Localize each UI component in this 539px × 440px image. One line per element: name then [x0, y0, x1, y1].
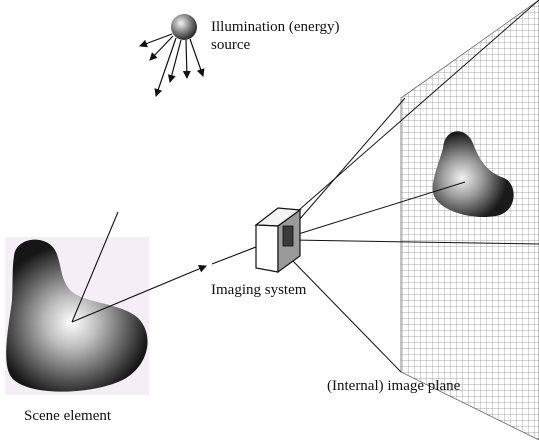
light-ray: [154, 37, 177, 97]
image-plane-grid: [400, 0, 539, 440]
scene-element-blob: [6, 239, 148, 392]
projection-lines: [282, 0, 539, 373]
scene-element-label: Scene element: [24, 408, 112, 424]
projection-line: [291, 239, 539, 245]
projection-line: [291, 181, 466, 237]
light-ray: [182, 39, 191, 79]
light-ray: [149, 35, 174, 61]
imaging-system-label: Imaging system: [211, 282, 307, 298]
light-ray: [167, 39, 182, 83]
reflection-rays: [71, 211, 257, 323]
illumination-source: [139, 14, 205, 97]
light-rays: [139, 33, 205, 97]
light-ray: [139, 33, 173, 48]
illumination-label-line1: Illumination (energy): [211, 19, 339, 35]
imaging-system-box: [254, 207, 302, 274]
light-ray: [189, 38, 205, 77]
incident-ray: [71, 211, 119, 323]
projection-line: [282, 0, 539, 225]
light-source-sphere-icon: [171, 14, 197, 40]
reflected-ray: [71, 265, 207, 323]
image-plane: [400, 0, 539, 440]
projection-line: [291, 97, 406, 229]
illumination-label-line2: source: [211, 37, 250, 53]
scene-element: [5, 237, 149, 395]
imaging-box-lens: [282, 225, 294, 247]
reflected-ray-continuation: [211, 246, 257, 265]
projected-image-blob: [432, 131, 514, 218]
projection-line: [289, 257, 402, 373]
image-plane-label: (Internal) image plane: [327, 378, 461, 394]
imaging-box-front: [255, 224, 279, 273]
